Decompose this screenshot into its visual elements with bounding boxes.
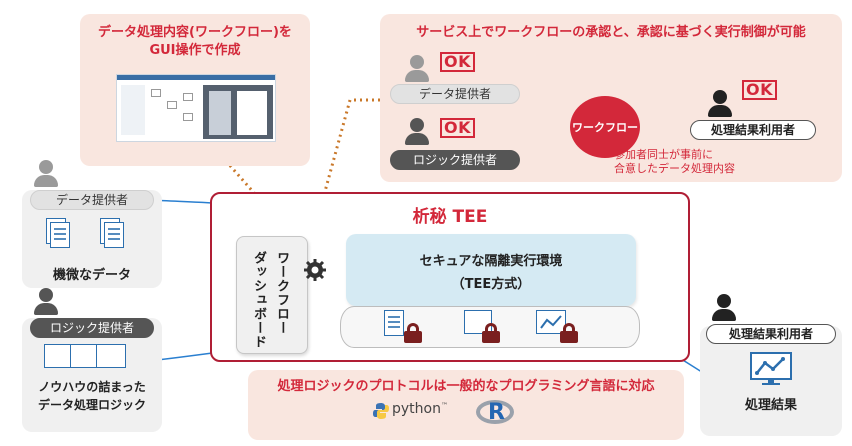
chart-icon: [536, 310, 566, 334]
workflow-note: 参加者同士が事前に 合意したデータ処理内容: [614, 148, 774, 176]
person-icon: [34, 288, 58, 316]
secure-env-line2: （TEE方式）: [451, 277, 531, 292]
right-result-caption: 処理結果: [744, 398, 797, 413]
person-icon: [34, 160, 58, 188]
protocol-panel: 処理ロジックのプロトコルは一般的なプログラミング言語に対応: [248, 370, 684, 440]
workflow-circle-label: ワークフロー: [572, 121, 638, 134]
left-data-provider-label: データ提供者: [30, 190, 154, 210]
protocol-panel-title: 処理ロジックのプロトコルは一般的なプログラミング言語に対応: [277, 379, 655, 394]
approval-result-user-label: 処理結果利用者: [690, 120, 816, 140]
gear-icon: [304, 259, 326, 281]
person-icon: [405, 118, 429, 146]
gui-panel-title-line1: データ処理内容(ワークフロー)を: [98, 25, 292, 40]
approval-logic-provider-label: ロジック提供者: [390, 150, 520, 170]
python-logo-icon: [373, 403, 389, 419]
workflow-note-line2: 合意したデータ処理内容: [614, 162, 735, 175]
left-logic-caption-line1: ノウハウの詰まった: [38, 380, 146, 394]
r-logo-icon: R: [476, 398, 516, 426]
right-result-user-label: 処理結果利用者: [706, 324, 836, 344]
person-icon: [708, 90, 732, 118]
approval-data-provider-label: データ提供者: [390, 84, 520, 104]
document-icon: [384, 310, 404, 336]
dashboard-label-col2: ダッシュボード: [251, 251, 266, 349]
person-icon: [405, 55, 429, 83]
document-icon: [104, 222, 124, 248]
flowchart-icon: [96, 344, 126, 368]
secure-env-line1: セキュアな隔離実行環境: [419, 254, 563, 269]
approval-panel-title: サービス上でワークフローの承認と、承認に基づく実行制御が可能: [416, 25, 806, 40]
lock-icon: [560, 323, 578, 343]
lock-icon: [482, 323, 500, 343]
result-chart-icon: [750, 352, 792, 385]
left-data-caption: 機微なデータ: [52, 268, 131, 283]
r-logo-letter: R: [488, 400, 505, 425]
left-logic-provider-label: ロジック提供者: [30, 318, 154, 338]
dashboard-label-col1: ワークフロー: [274, 251, 289, 335]
gui-panel: データ処理内容(ワークフロー)を GUI操作で作成: [80, 14, 310, 166]
workflow-circle: ワークフロー: [570, 96, 640, 158]
python-label: python™: [392, 401, 448, 417]
lock-icon: [404, 323, 422, 343]
tee-title: 析秘 TEE: [412, 207, 488, 227]
left-logic-caption-line2: データ処理ロジック: [37, 398, 146, 412]
gui-screenshot-thumbnail: [116, 74, 276, 142]
ok-badge-logic-provider: OK: [440, 118, 475, 138]
workflow-note-line1: 参加者同士が事前に: [614, 148, 713, 161]
gui-panel-title-line2: GUI操作で作成: [149, 43, 241, 58]
workflow-dashboard[interactable]: ワークフロー ダッシュボード: [236, 236, 308, 354]
person-icon: [712, 294, 736, 322]
dotted-link-approval: [313, 98, 380, 229]
ok-badge-data-provider: OK: [440, 52, 475, 72]
secure-environment-box: セキュアな隔離実行環境 （TEE方式）: [346, 234, 636, 306]
document-icon: [50, 222, 70, 248]
ok-badge-result-user: OK: [742, 80, 777, 100]
